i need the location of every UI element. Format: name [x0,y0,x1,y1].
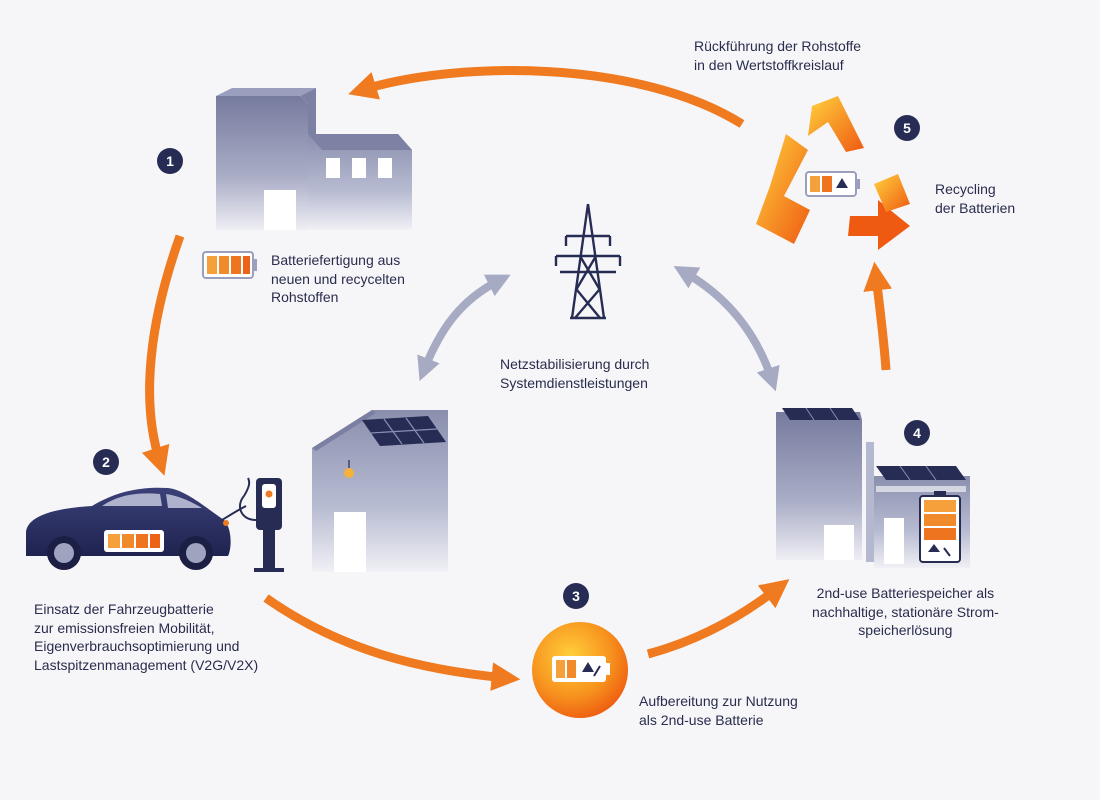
step-badge-3: 3 [563,583,589,609]
arrow-car-to-sphere [263,594,521,692]
step-2-label-line: Lastspitzenmanagement (V2G/V2X) [34,656,259,673]
step-3-label-line: Aufbereitung zur Nutzung [639,693,798,709]
grid-label-line: Netzstabilisierung durch [500,356,650,372]
return-label-line: in den Wertstoffkreislauf [694,56,844,73]
power-pylon-icon [554,203,622,320]
return-label-line: Rückführung der Rohstoffe [694,38,862,54]
car-icon [26,487,247,570]
storage-building-icon [776,407,970,568]
step-5-label-line: Recycling [935,181,996,197]
step-4-label-line: nachhaltige, stationäre Strom- [812,603,999,620]
step-badge-5: 5 [894,115,920,141]
step-2-label-line: zur emissionsfreien Mobilität, [34,619,215,636]
charging-station-icon [239,477,284,572]
solar-panel-icon [782,407,860,421]
return-label: Rückführung der Rohstoffe in den Wertsto… [694,37,861,74]
step-1-label: Batteriefertigung aus neuen und recycelt… [271,251,405,307]
arrow-factory-to-car [141,234,185,476]
step-1-label-line: Rohstoffen [271,289,339,305]
step-5-label: Recycling der Batterien [935,180,1015,217]
step-4-label-line: 2nd-use Batteriespeicher als [816,585,995,601]
grid-label-line: Systemdienstleistungen [500,374,648,391]
step-badge-4: 4 [904,420,930,446]
arrow-sphere-to-storage [646,579,790,659]
step-3-label-line: als 2nd-use Batterie [639,711,764,728]
light-bulb-icon [344,460,354,478]
step-2-label-line: Einsatz der Fahrzeugbatterie [34,601,214,617]
battery-icon [202,251,257,279]
solar-panel-icon [362,416,446,446]
step-badge-1: 1 [157,148,183,174]
step-2-label-line: Eigenverbrauchsoptimierung und [34,638,240,654]
step-4-label-line: speicherlösung [858,622,953,638]
house-icon [312,410,448,572]
grid-arrow-left [417,274,511,382]
factory-icon [216,88,412,230]
grid-arrow-right [673,266,780,392]
step-badge-2: 2 [93,449,119,475]
step-1-label-line: neuen und recycelten [271,270,405,287]
step-5-label-line: der Batterien [935,199,1016,216]
battery-sphere-icon [532,622,628,718]
step-3-label: Aufbereitung zur Nutzung als 2nd-use Bat… [639,692,798,729]
solar-panel-icon [876,465,966,481]
step-4-label: 2nd-use Batteriespeicher als nachhaltige… [812,584,999,640]
arrow-recycling-to-factory [348,66,745,128]
arrow-storage-to-recycling [863,261,892,371]
step-2-label: Einsatz der Fahrzeugbatterie zur emissio… [34,600,258,674]
grid-label: Netzstabilisierung durch Systemdienstlei… [500,355,649,392]
step-1-label-line: Batteriefertigung aus [271,252,401,268]
recycling-icon [756,96,910,250]
